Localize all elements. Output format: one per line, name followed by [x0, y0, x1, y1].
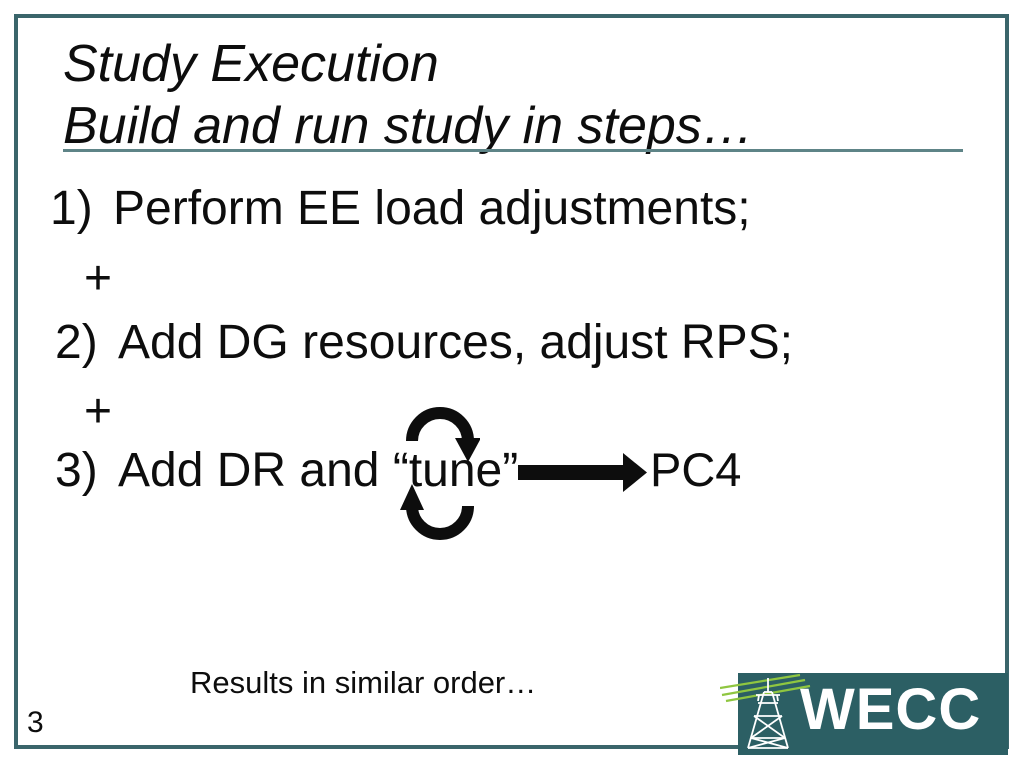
step-text: Add DG resources, adjust RPS;	[118, 316, 793, 369]
step-item-1: 1) Perform EE load adjustments;	[50, 182, 751, 235]
right-arrow-icon	[518, 453, 647, 492]
plus-connector-2: +	[84, 385, 113, 438]
transmission-tower-icon	[720, 673, 811, 749]
step-text: Add DR and “tune”	[118, 444, 519, 497]
step-text: Perform EE load adjustments;	[113, 182, 751, 235]
title-line-2: Build and run study in steps…	[63, 97, 754, 155]
footer-note: Results in similar order…	[190, 665, 537, 700]
plus-connector-1: +	[84, 252, 113, 305]
title-line-1: Study Execution	[63, 35, 439, 93]
wecc-logo	[738, 673, 1008, 755]
step-item-3: 3) Add DR and “tune”	[55, 444, 519, 497]
step-number: 3)	[55, 444, 98, 497]
slide-title: Study Execution Build and run study in s…	[63, 33, 754, 157]
page-number: 3	[27, 706, 44, 739]
wecc-logo-text: WECC	[800, 677, 982, 742]
step-number: 1)	[50, 182, 93, 235]
title-underline	[63, 149, 963, 152]
cycle-arrows-icon	[400, 407, 480, 540]
step-number: 2)	[55, 316, 98, 369]
arrow-target-label: PC4	[650, 443, 742, 496]
slide-border-frame	[14, 14, 1009, 749]
step-item-2: 2) Add DG resources, adjust RPS;	[55, 316, 793, 369]
